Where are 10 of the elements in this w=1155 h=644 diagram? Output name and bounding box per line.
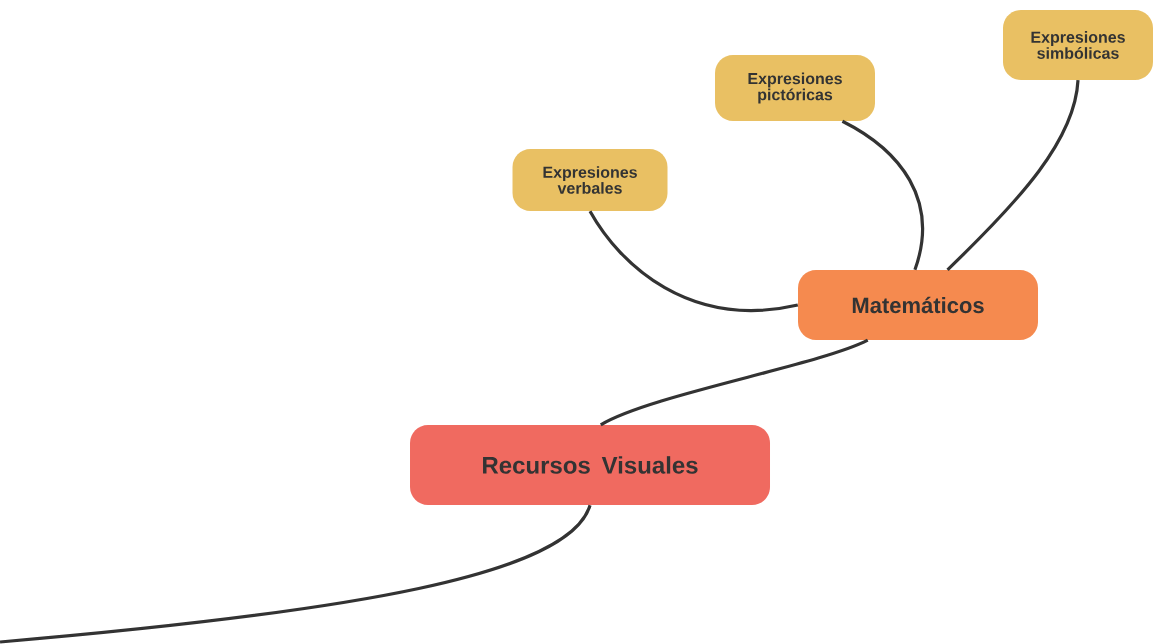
connector [946,80,1080,271]
connector [0,504,592,644]
connector [588,210,799,313]
connector [600,338,869,427]
connector [841,119,924,271]
brush-label: Expresiones verbales [512,149,668,211]
brush-label: Expresiones pictóricas [715,55,875,121]
brush-label: Expresiones simbólicas [1003,10,1153,80]
brush-label: Matemáticos [798,270,1038,340]
brush-label: Recursos Visuales [410,425,770,505]
